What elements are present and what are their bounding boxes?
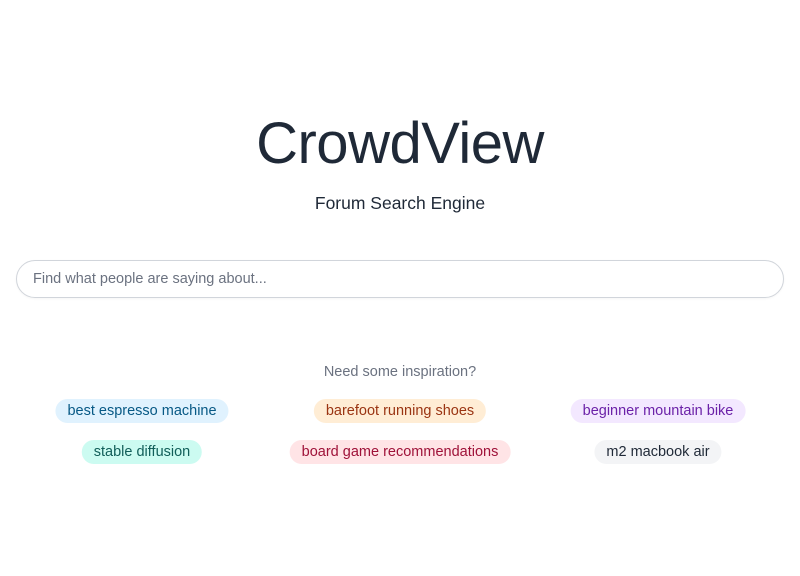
search-bar <box>16 260 784 298</box>
search-input[interactable] <box>16 260 784 298</box>
app-title: CrowdView <box>256 111 544 176</box>
suggestion-m2-macbook-air[interactable]: m2 macbook air <box>594 440 722 464</box>
suggestion-beginner-mountain-bike[interactable]: beginner mountain bike <box>570 399 746 423</box>
suggestion-barefoot-running-shoes[interactable]: barefoot running shoes <box>313 399 487 423</box>
suggestion-stable-diffusion[interactable]: stable diffusion <box>81 440 203 464</box>
suggestion-best-espresso-machine[interactable]: best espresso machine <box>55 399 229 423</box>
app-subtitle: Forum Search Engine <box>314 193 486 213</box>
suggestion-board-game-recommendations[interactable]: board game recommendations <box>289 440 511 464</box>
inspiration-label: Need some inspiration? <box>323 364 477 380</box>
